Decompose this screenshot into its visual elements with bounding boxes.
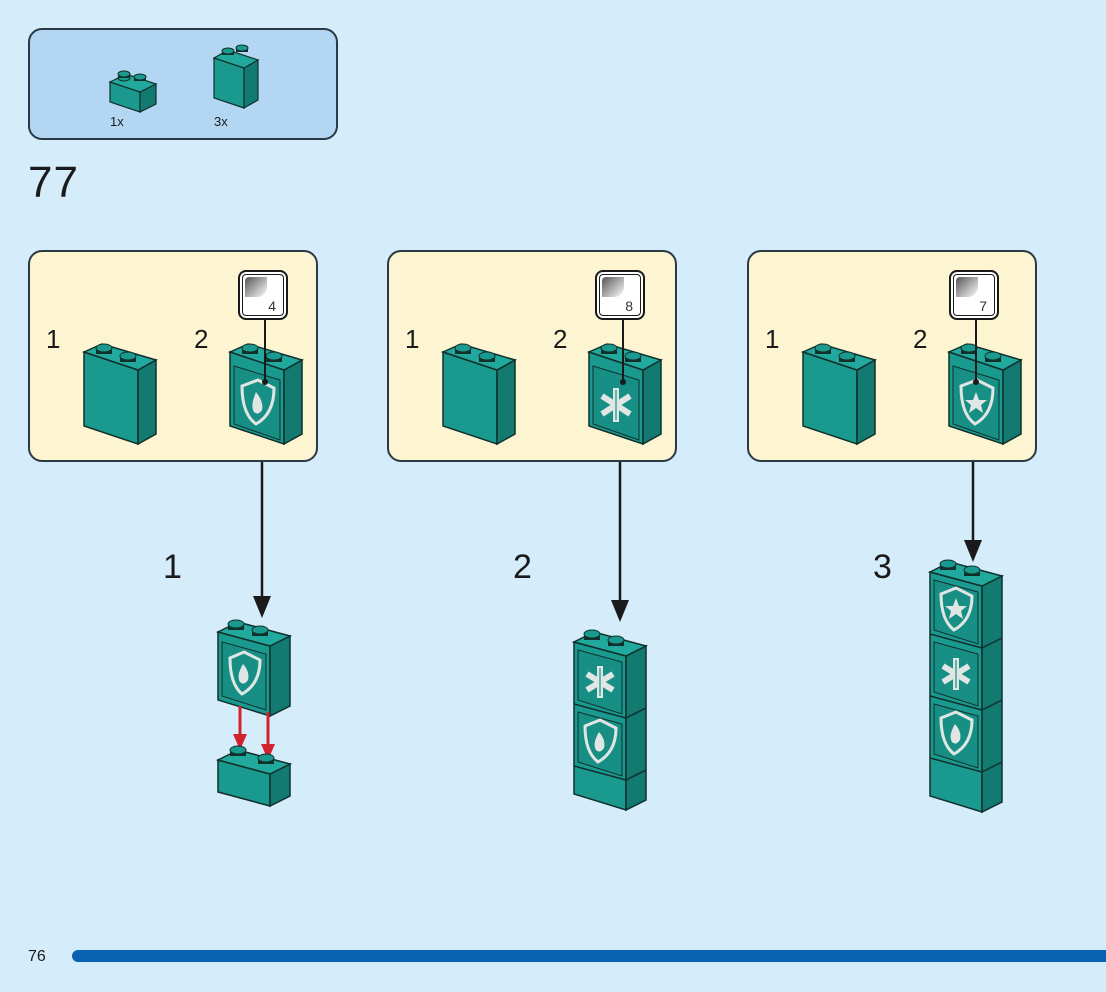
sub-assembly-panel: 1 2 4	[28, 250, 318, 462]
assembly-1-illustration	[215, 619, 293, 808]
assembly-2-illustration	[571, 629, 649, 812]
sub-step-number: 1	[405, 324, 420, 354]
sub-step-number: 1	[46, 324, 61, 354]
sticker-callout: 8	[595, 270, 645, 320]
plain-brick-icon	[440, 343, 517, 446]
step-number: 77	[28, 158, 79, 207]
star-of-life-sticker-brick-icon	[586, 343, 663, 446]
page-number: 76	[28, 948, 46, 965]
assembly-step-number: 1	[163, 548, 182, 586]
sticker-callout: 4	[238, 270, 288, 320]
brick-1x2-part-icon	[108, 70, 158, 113]
sticker-number: 7	[979, 298, 987, 314]
red-connection-arrows	[233, 706, 275, 760]
sticker-number: 4	[268, 298, 276, 314]
sub-assembly-panel: 1 2 8	[387, 250, 677, 462]
plain-brick-icon	[81, 343, 158, 446]
sticker-peel-icon	[956, 277, 978, 297]
sticker-leader-line	[620, 320, 626, 385]
part-quantity: 1x	[110, 114, 124, 129]
sticker-number: 8	[625, 298, 633, 314]
placement-arrow	[611, 462, 629, 622]
placement-arrow	[964, 462, 982, 562]
sub-step-number: 2	[913, 324, 928, 354]
brick-1x2x2-part-icon	[212, 44, 260, 110]
sticker-peel-icon	[245, 277, 267, 297]
sub-step-number: 2	[553, 324, 568, 354]
fire-shield-sticker-brick-icon	[227, 343, 304, 446]
sticker-callout: 7	[949, 270, 999, 320]
page-progress-bar	[72, 950, 1106, 962]
parts-list-callout: 1x 3x	[28, 28, 338, 140]
assembly-step-number: 3	[873, 548, 892, 586]
police-star-shield-sticker-brick-icon	[946, 343, 1023, 446]
plain-brick-icon	[800, 343, 877, 446]
assembly-3-illustration	[927, 559, 1005, 814]
sub-step-number: 1	[765, 324, 780, 354]
sub-assembly-panel: 1 2 7	[747, 250, 1037, 462]
sticker-leader-line	[973, 320, 979, 385]
sticker-peel-icon	[602, 277, 624, 297]
placement-arrow	[253, 462, 271, 618]
sticker-leader-line	[262, 320, 268, 385]
part-quantity: 3x	[214, 114, 228, 129]
assembly-step-number: 2	[513, 548, 532, 586]
sub-step-number: 2	[194, 324, 209, 354]
